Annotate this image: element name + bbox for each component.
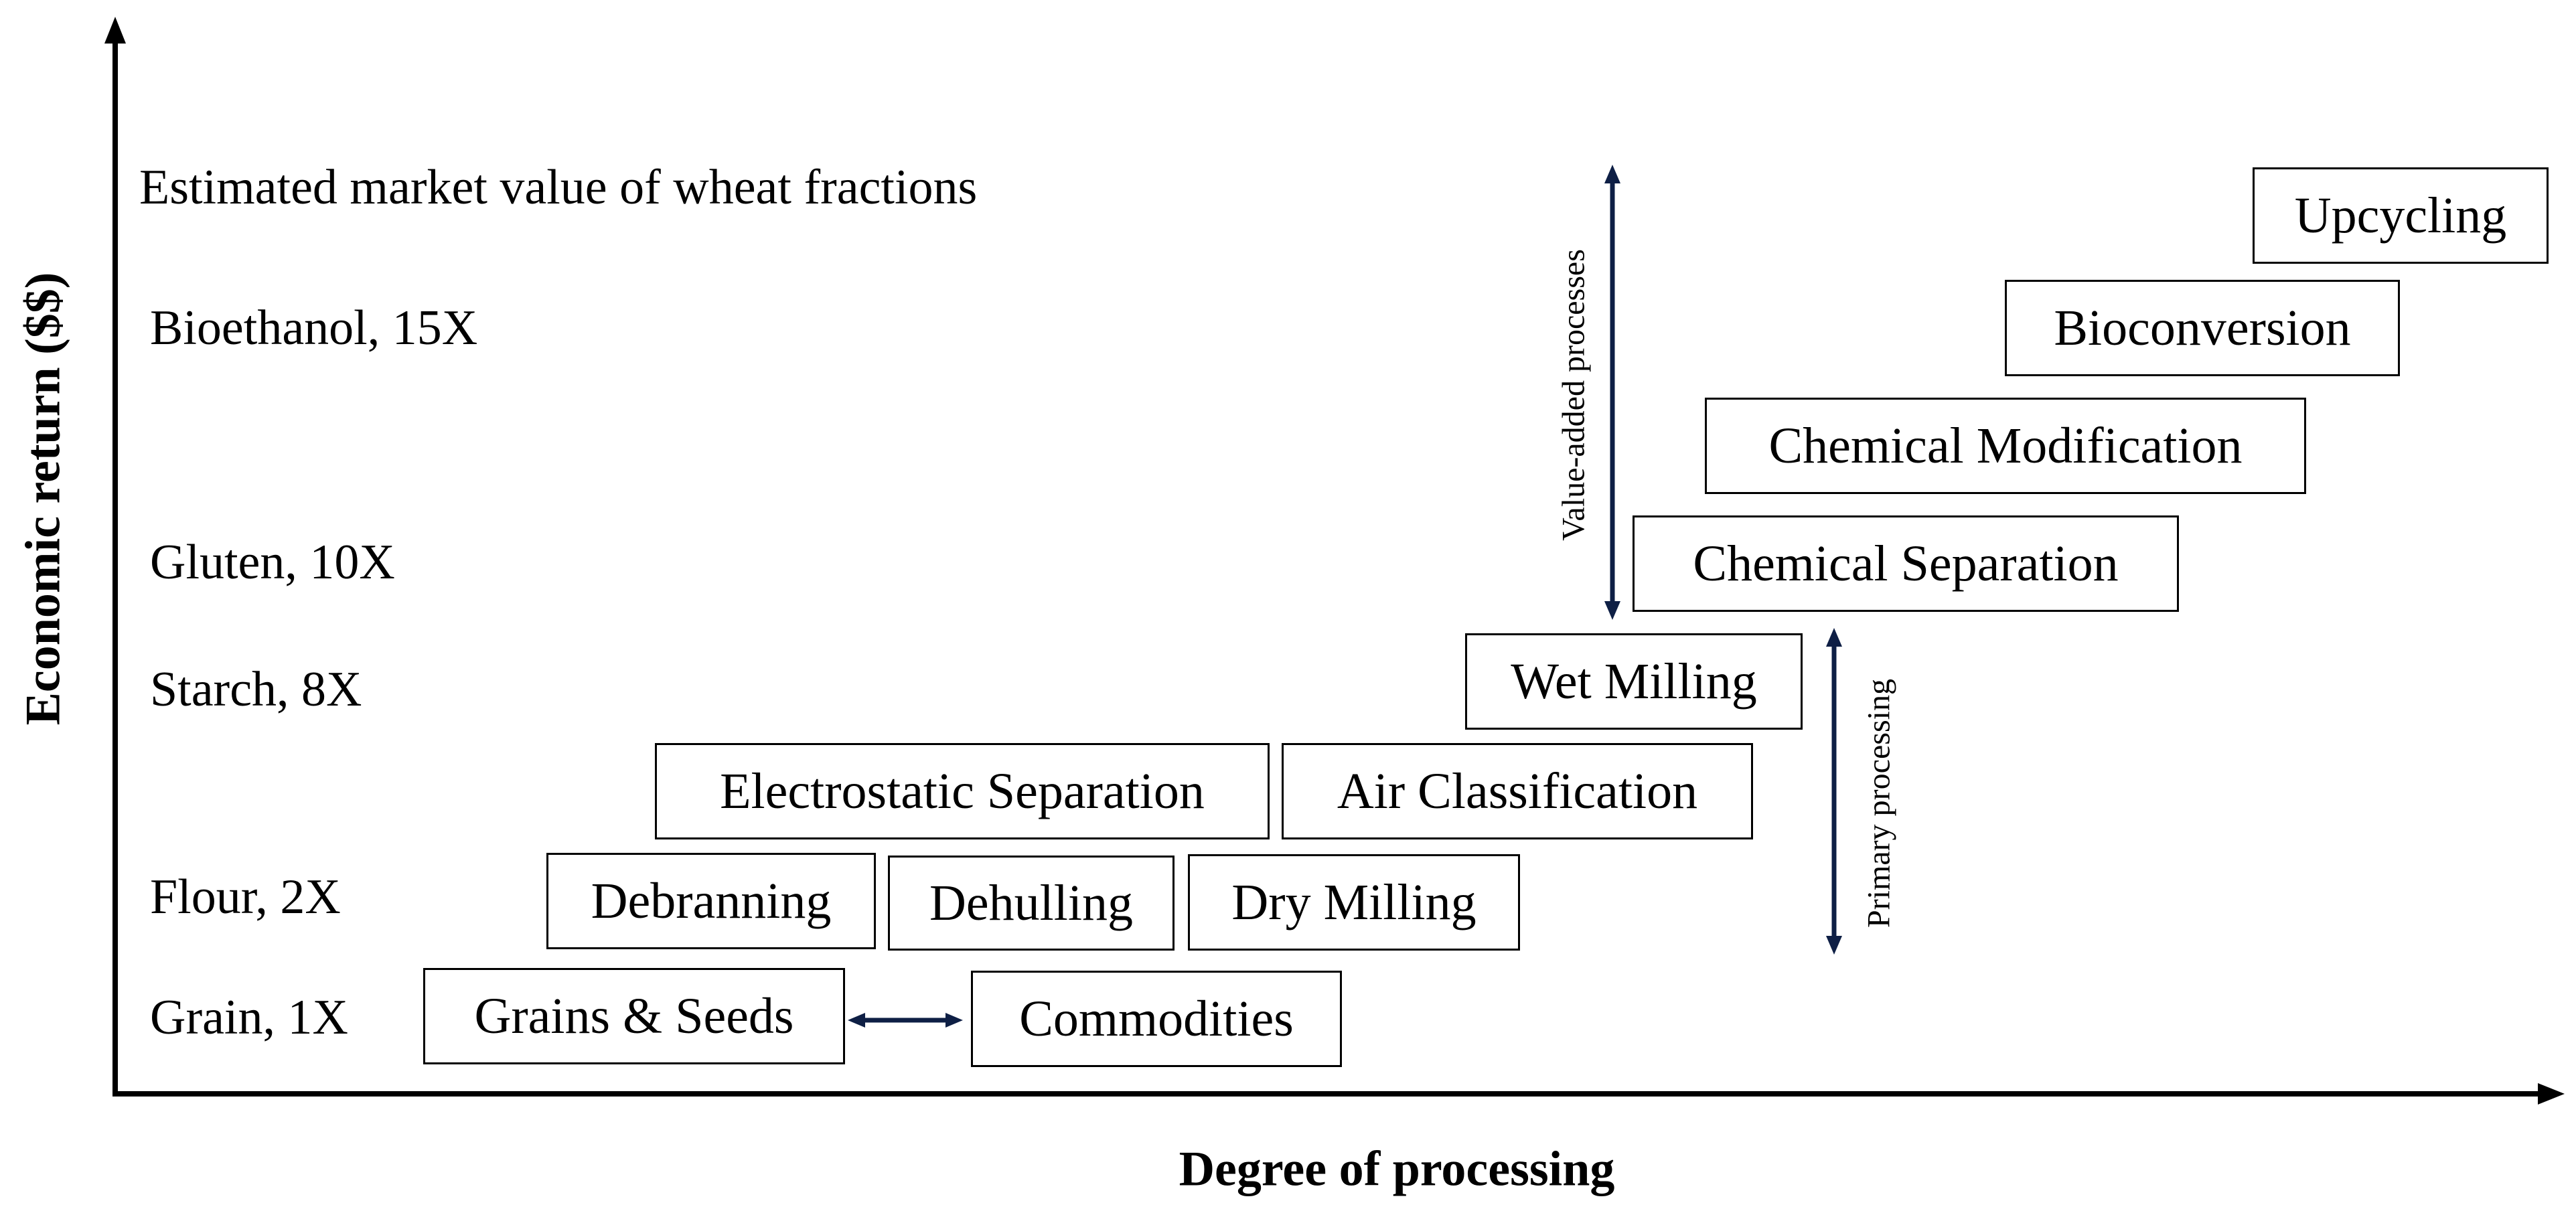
process-dry-milling: Dry Milling	[1188, 854, 1520, 951]
y-axis-label: Economic return ($$)	[15, 272, 71, 726]
level-starch: Starch, 8X	[150, 662, 362, 717]
x-axis-arrowhead	[2538, 1083, 2565, 1105]
primary-processing-label: Primary processing	[1861, 679, 1897, 928]
process-grains-seeds: Grains & Seeds	[423, 968, 845, 1064]
market-value-heading: Estimated market value of wheat fraction…	[139, 160, 978, 215]
value-added-arrowhead-bottom	[1604, 601, 1620, 620]
process-electrostatic-separation: Electrostatic Separation	[655, 743, 1270, 839]
y-axis-arrowhead	[104, 17, 126, 44]
x-axis-label: Degree of processing	[1179, 1141, 1615, 1197]
process-debranning: Debranning	[546, 853, 876, 949]
level-flour: Flour, 2X	[150, 870, 341, 924]
process-chemical-separation: Chemical Separation	[1633, 515, 2179, 612]
grain-commodity-arrowhead-left	[848, 1013, 865, 1028]
level-grain: Grain, 1X	[150, 990, 348, 1045]
process-chemical-modification: Chemical Modification	[1705, 398, 2306, 494]
process-bioconversion: Bioconversion	[2005, 280, 2400, 376]
process-commodities: Commodities	[971, 971, 1342, 1067]
value-added-arrowhead-top	[1604, 165, 1620, 183]
grain-commodity-arrowhead-right	[945, 1013, 963, 1028]
process-dehulling: Dehulling	[888, 856, 1175, 951]
process-wet-milling: Wet Milling	[1465, 633, 1803, 730]
primary-arrowhead-top	[1826, 628, 1842, 647]
value-added-label: Value-added processes	[1556, 249, 1592, 541]
level-gluten: Gluten, 10X	[150, 535, 395, 590]
process-air-classification: Air Classification	[1282, 743, 1753, 839]
level-bioethanol: Bioethanol, 15X	[150, 301, 478, 355]
process-upcycling: Upcycling	[2253, 167, 2549, 264]
primary-arrowhead-bottom	[1826, 936, 1842, 955]
